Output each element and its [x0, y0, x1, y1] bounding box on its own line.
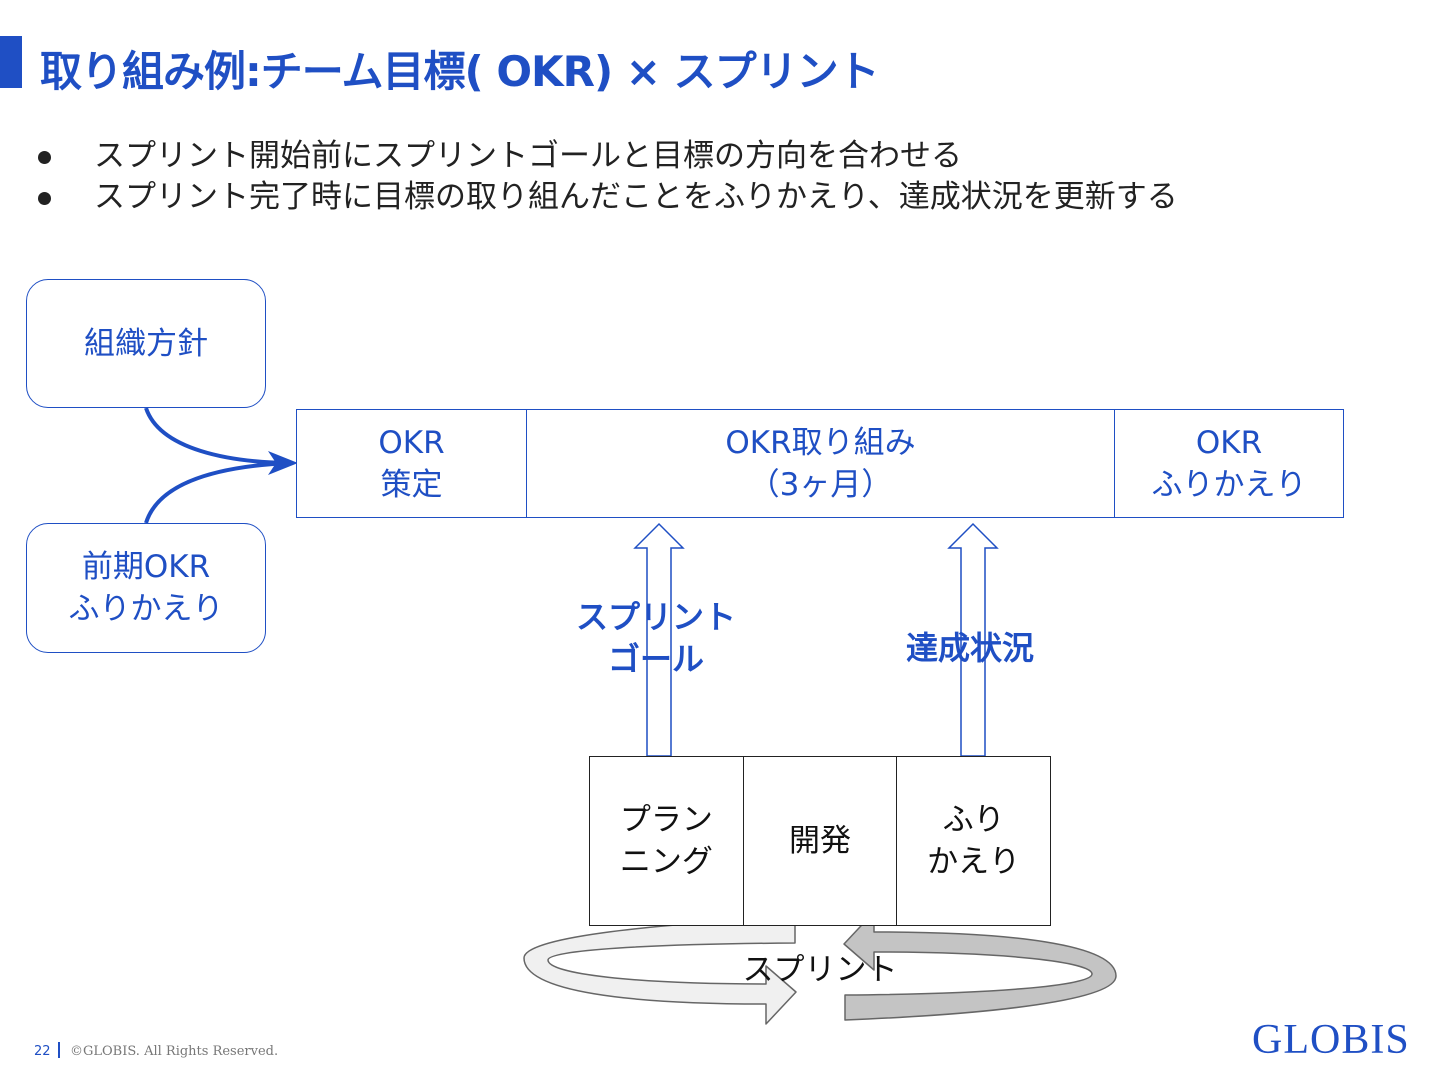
sprint-goal-line1: スプリント — [575, 598, 736, 636]
cycle-arrow-bottom-icon — [523, 917, 797, 1025]
progress-up-arrow-icon — [947, 522, 999, 757]
okr-timeline: OKR 策定 OKR取り組み （3ヶ月） OKR ふりかえり — [296, 409, 1344, 518]
sprint-cycle-label: スプリント — [742, 952, 898, 988]
sprint-goal-up-arrow-icon — [633, 522, 685, 757]
step-line2: ニング — [619, 844, 713, 880]
prev-okr-line2: ふりかえり — [68, 591, 224, 627]
okr-phase-line2: （3ヶ月） — [748, 466, 893, 503]
okr-phase-line2: 策定 — [380, 466, 443, 503]
bullet-list: スプリント開始前にスプリントゴールと目標の方向を合わせる スプリント完了時に目標… — [34, 136, 1178, 218]
step-retrospective: ふり かえり — [896, 757, 1050, 925]
okr-phase-execute: OKR取り組み （3ヶ月） — [526, 410, 1114, 517]
okr-phase-review: OKR ふりかえり — [1114, 410, 1343, 517]
progress-label: 達成状況 — [905, 629, 1034, 667]
step-line1: ふり — [942, 802, 1005, 838]
okr-phase-line1: OKR — [1195, 424, 1263, 461]
okr-phase-line1: OKR — [378, 424, 445, 461]
step-line2: かえり — [927, 844, 1021, 880]
step-line1: プラン — [619, 802, 713, 838]
okr-phase-define: OKR 策定 — [297, 410, 526, 517]
bullet-item: スプリント開始前にスプリントゴールと目標の方向を合わせる — [34, 136, 1178, 177]
sprint-steps: プラン ニング 開発 ふり かえり — [589, 756, 1051, 926]
bullet-item: スプリント完了時に目標の取り組んだことをふりかえり、達成状況を更新する — [34, 177, 1178, 218]
step-development: 開発 — [742, 757, 897, 925]
org-policy-box: 組織方針 — [26, 279, 266, 408]
slide-title: 取り組み例:チーム目標( OKR) × スプリント — [40, 47, 880, 96]
step-line1: 開発 — [789, 823, 851, 859]
prev-okr-box: 前期OKR ふりかえり — [26, 523, 266, 653]
okr-phase-line2: ふりかえり — [1151, 466, 1307, 503]
footer-divider — [58, 1042, 60, 1058]
globis-logo: GLOBIS — [1252, 1017, 1410, 1063]
sprint-goal-line2: ゴール — [607, 640, 704, 678]
connector-prev-okr — [144, 461, 289, 524]
org-policy-label: 組織方針 — [84, 325, 208, 362]
sprint-goal-label: スプリント ゴール — [556, 596, 756, 680]
cycle-arrow-top-icon — [843, 911, 1117, 1021]
arrowhead-icon — [268, 451, 298, 475]
okr-phase-line1: OKR取り組み — [725, 424, 916, 461]
copyright-text: ©GLOBIS. All Rights Reserved. — [70, 1044, 279, 1059]
prev-okr-line1: 前期OKR — [81, 549, 211, 585]
connector-org-policy — [144, 407, 289, 465]
title-accent-bar — [0, 36, 22, 88]
page-number: 22 — [34, 1044, 51, 1059]
step-planning: プラン ニング — [590, 757, 743, 925]
